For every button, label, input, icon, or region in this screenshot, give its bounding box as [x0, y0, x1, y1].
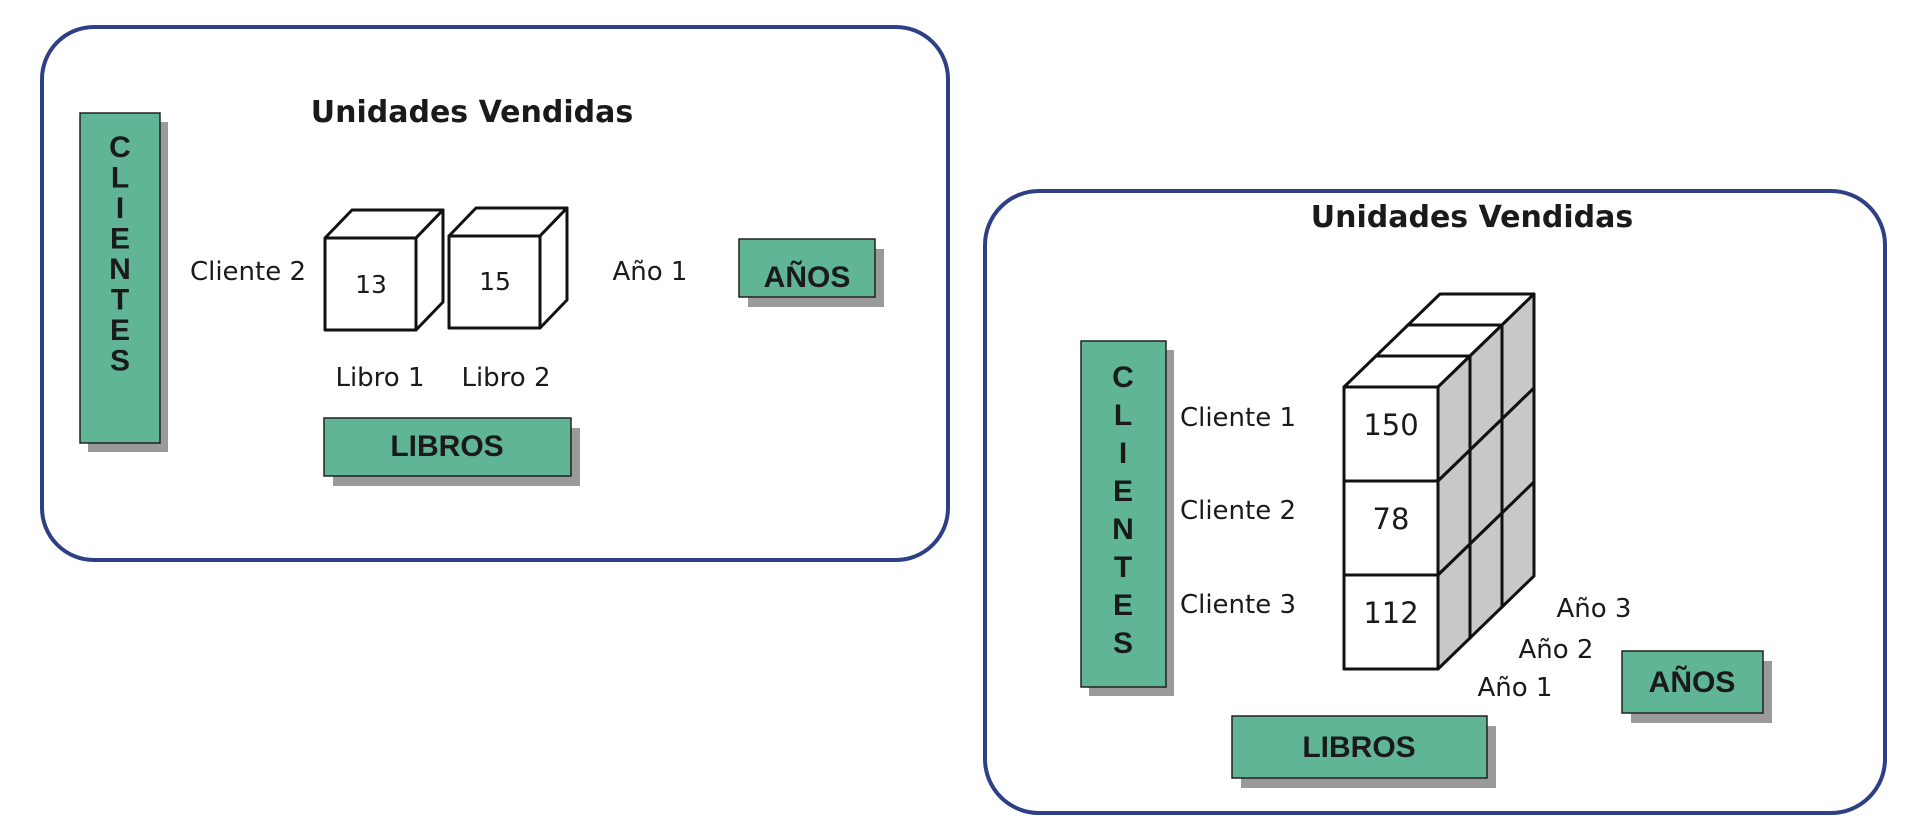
cliente-3-label: Cliente 3 [1180, 590, 1296, 620]
panel-1-title: Unidades Vendidas [311, 95, 633, 130]
libro-1-label: Libro 1 [335, 363, 424, 393]
anos-box-label: AÑOS [1649, 665, 1736, 699]
cliente-2-label: Cliente 2 [1180, 496, 1296, 526]
cube-libro-2 [447, 206, 569, 330]
anio-2-label: Año 2 [1519, 635, 1594, 665]
anio-label: Año 1 [613, 257, 688, 287]
cell-value-cliente-3: 112 [1363, 596, 1418, 630]
anos-dimension-box: AÑOS [1621, 650, 1772, 723]
anos-dimension-box: AÑOS [738, 238, 884, 307]
libros-dimension-box: LIBROS [1231, 715, 1496, 788]
anos-box-label: AÑOS [764, 260, 851, 294]
cube-front-cell [1342, 573, 1440, 671]
cell-value-cliente-1: 150 [1363, 408, 1418, 442]
cliente-1-label: Cliente 1 [1180, 403, 1296, 433]
libros-box-label: LIBROS [1302, 731, 1415, 764]
cell-value-libro-1: 13 [355, 270, 387, 299]
cell-value-libro-2: 15 [479, 267, 511, 296]
anio-1-label: Año 1 [1478, 673, 1553, 703]
libro-2-label: Libro 2 [461, 363, 550, 393]
cell-value-cliente-2: 78 [1373, 502, 1410, 536]
data-cube [1342, 292, 1536, 671]
cube-libro-1 [323, 208, 445, 332]
libros-dimension-box: LIBROS [323, 417, 580, 486]
cliente-label: Cliente 2 [190, 257, 306, 287]
anio-3-label: Año 3 [1557, 594, 1632, 624]
panel-2-title: Unidades Vendidas [1311, 200, 1633, 235]
libros-box-label: LIBROS [390, 430, 503, 463]
